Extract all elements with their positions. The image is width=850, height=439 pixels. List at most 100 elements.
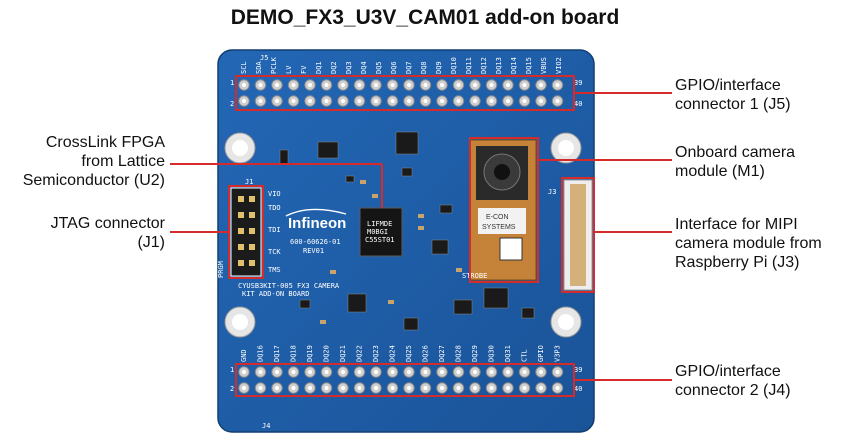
j5-pin-hole-16	[357, 99, 362, 103]
signal-label: DQ25	[405, 345, 413, 362]
j5-pin2-label: 2	[230, 100, 234, 108]
j4-pin-hole-35	[522, 370, 527, 374]
callout-j4-line-2: connector 2 (J4)	[675, 382, 791, 399]
signal-label: DQ16	[257, 345, 265, 362]
callout-fpga-line-3: Semiconductor (U2)	[22, 172, 165, 189]
j4-pin-hole-4	[258, 386, 263, 390]
j4-pin-hole-8	[291, 386, 296, 390]
j5-pin-hole-14	[341, 99, 345, 103]
camera-qr	[499, 237, 523, 261]
j5-pin-hole-32	[489, 99, 494, 103]
signal-label: DQ6	[390, 61, 398, 74]
signal-label: DQ13	[495, 57, 503, 74]
j4-pin-hole-21	[407, 370, 411, 374]
jtag-tck-label: TCK	[268, 248, 281, 256]
callout-j5-line-1: GPIO/interface	[675, 77, 781, 94]
signal-label: VBUS	[540, 57, 548, 74]
signal-label: DQ22	[356, 345, 364, 362]
j4-pin-hole-39	[555, 370, 560, 374]
signal-label: FV	[300, 65, 308, 74]
callout-j4: GPIO/interface connector 2 (J4)	[675, 362, 791, 400]
j5-pin-hole-10	[308, 99, 312, 103]
infineon-logo: Infineon	[288, 215, 346, 232]
j4-pin-hole-1	[242, 370, 246, 374]
jtag-pin-8	[249, 244, 255, 250]
j5-pin-hole-33	[506, 83, 510, 87]
mounting-hole-top-right	[550, 132, 582, 164]
jtag-pin-1	[238, 196, 244, 202]
j5-pin-hole-20	[390, 99, 395, 103]
j5-pin-hole-6	[275, 99, 279, 103]
j5-pin-hole-31	[489, 83, 494, 87]
callout-fpga: CrossLink FPGA from Lattice Semiconducto…	[10, 133, 165, 190]
signal-label: DQ4	[360, 61, 368, 74]
callout-mipi-line-2: camera module from	[675, 235, 822, 252]
signal-label: DQ28	[455, 345, 463, 362]
callout-jtag: JTAG connector (J1)	[10, 214, 165, 252]
callout-mipi-line-3: Raspberry Pi (J3)	[675, 254, 800, 271]
jtag-pin-6	[249, 228, 255, 234]
j5-pin-hole-36	[522, 99, 527, 103]
signal-label: DQ26	[422, 345, 430, 362]
callout-fpga-line-1: CrossLink FPGA	[45, 134, 165, 151]
signal-label: V3P3	[554, 345, 562, 362]
j5-pin-hole-25	[440, 83, 444, 87]
j4-pin-hole-16	[357, 386, 362, 390]
signal-label: DQ15	[525, 57, 533, 74]
j4-pin40-label: 40	[574, 385, 582, 393]
j5-pin-hole-39	[555, 83, 560, 87]
j4-pin-hole-34	[506, 386, 510, 390]
signal-label: SCL	[240, 61, 248, 74]
signal-label: DQ1	[315, 61, 323, 74]
kit-line-1: CYUSB3KIT-005 FX3 CAMERA	[238, 282, 340, 290]
jtag-pin-3	[238, 212, 244, 218]
j5-pin-hole-27	[456, 83, 461, 87]
callout-camera: Onboard camera module (M1)	[675, 143, 795, 181]
j4-pin-hole-12	[324, 386, 329, 390]
j4-pin-hole-3	[258, 370, 263, 374]
signal-label: DQ20	[323, 345, 331, 362]
signal-label: DQ18	[290, 345, 298, 362]
j4-pin-hole-25	[440, 370, 444, 374]
j5-pin-hole-11	[324, 83, 329, 87]
j4-pin-hole-26	[440, 386, 444, 390]
j5-pin-hole-19	[390, 83, 395, 87]
j4-pin2-label: 2	[230, 385, 234, 393]
prgm-label: PRGM	[217, 261, 225, 278]
jtag-tdo-label: TDO	[268, 204, 281, 212]
j5-pin-hole-30	[473, 99, 477, 103]
j3-label: J3	[548, 188, 556, 196]
signal-label: DQ17	[273, 345, 281, 362]
j4-pin-hole-30	[473, 386, 477, 390]
signal-label: VIO2	[555, 57, 563, 74]
signal-label: DQ12	[480, 57, 488, 74]
signal-label: DQ10	[450, 57, 458, 74]
j5-pin40-label: 40	[574, 100, 582, 108]
callout-mipi-line-1: Interface for MIPI	[675, 216, 798, 233]
signal-label: DQ2	[330, 61, 338, 74]
j5-pin-hole-38	[539, 99, 543, 103]
j4-pin-hole-15	[357, 370, 362, 374]
j5-label: J5	[260, 54, 268, 62]
j4-pin-hole-18	[374, 386, 378, 390]
signal-label: DQ11	[465, 57, 473, 74]
j1-label: J1	[245, 178, 253, 186]
jtag-pin-9	[238, 260, 244, 266]
j5-pin-hole-21	[407, 83, 411, 87]
camera-label	[478, 208, 526, 234]
j4-pin-hole-36	[522, 386, 527, 390]
revision: REV01	[303, 247, 324, 255]
j4-pin-hole-27	[456, 370, 461, 374]
signal-label: LV	[285, 65, 293, 74]
j4-pin-hole-28	[456, 386, 461, 390]
j5-pin-hole-23	[423, 83, 428, 87]
signal-label: DQ7	[405, 61, 413, 74]
j5-pin-hole-9	[308, 83, 312, 87]
j4-pin-hole-37	[539, 370, 543, 374]
j4-pin-hole-6	[275, 386, 279, 390]
signal-label: GND	[240, 349, 248, 362]
j4-pin-hole-17	[374, 370, 378, 374]
signal-label: GPIO	[537, 345, 545, 362]
